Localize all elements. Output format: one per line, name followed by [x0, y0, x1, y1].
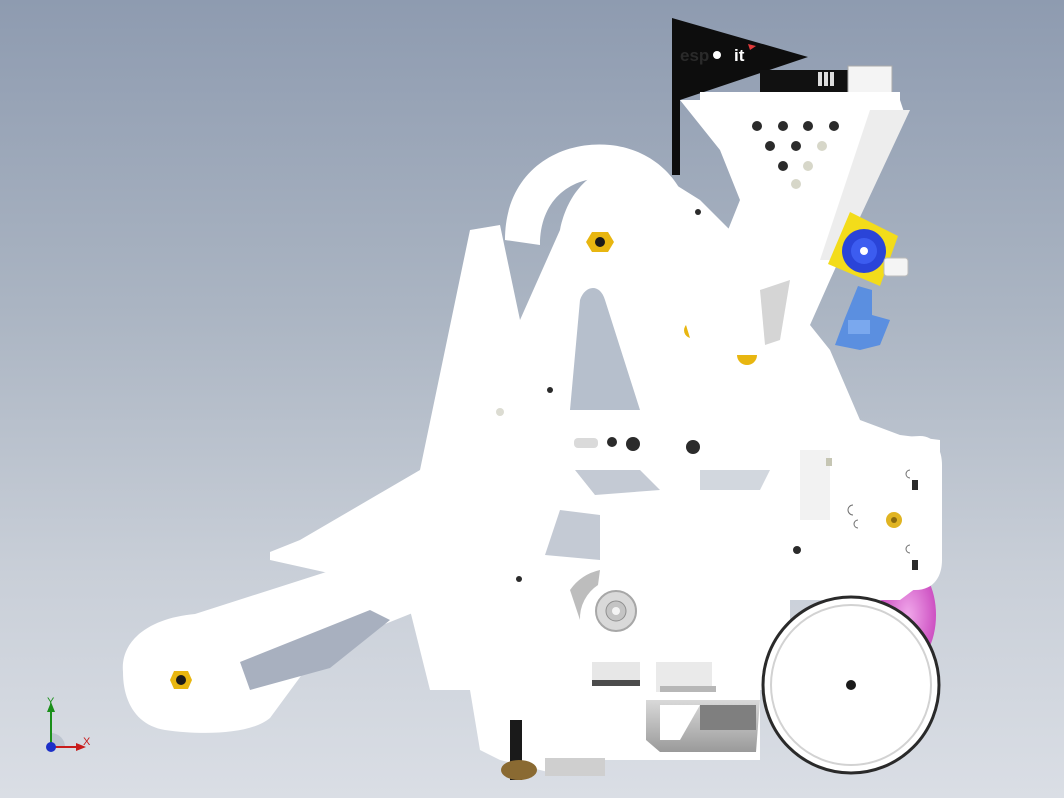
hole-pattern [752, 121, 839, 189]
flag: esp it [672, 18, 808, 175]
hex-nuts [170, 232, 902, 689]
light-blue-component [835, 286, 890, 350]
triad-graphic [46, 702, 86, 752]
bottom-caster [501, 720, 537, 780]
top-module [700, 65, 900, 102]
lower-blocks [545, 662, 760, 776]
view-triad-icon[interactable]: Y X [30, 690, 110, 770]
axis-x-label: X [83, 736, 91, 748]
yellow-motor-mount [828, 212, 909, 286]
axis-y-label: Y [47, 696, 55, 708]
center-pulley [570, 570, 637, 632]
small-brackets [574, 438, 918, 570]
flag-text-right: it [734, 46, 745, 65]
main-wheel [761, 595, 941, 775]
front-hopper-plate [680, 100, 910, 430]
flag-text-left: esp [680, 46, 709, 65]
